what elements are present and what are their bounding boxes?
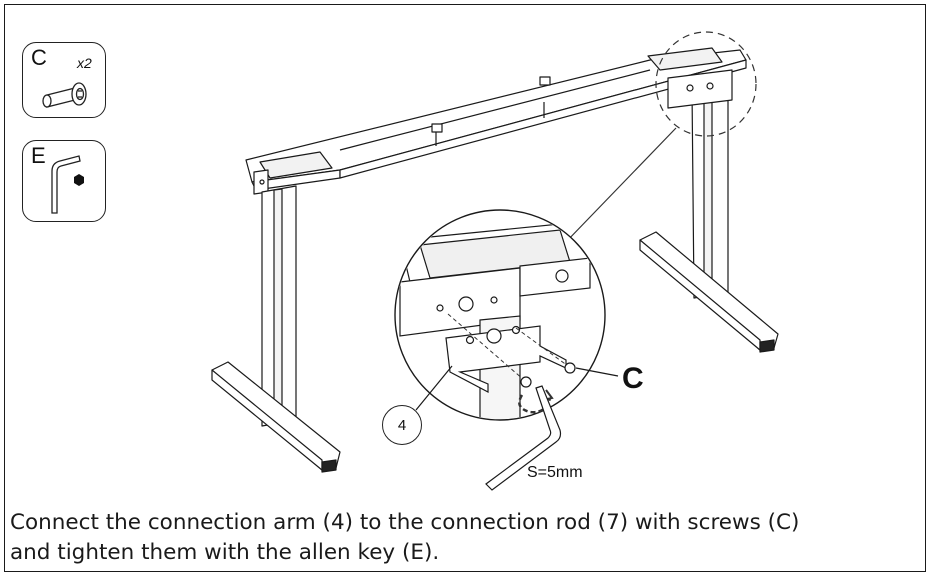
hex-socket-icon bbox=[74, 174, 84, 186]
instruction-line-2: and tighten them with the allen key (E). bbox=[10, 540, 440, 565]
part-c-quantity: x2 bbox=[77, 55, 92, 71]
part-c-box: C x2 bbox=[22, 42, 106, 118]
part-e-letter: E bbox=[31, 143, 46, 168]
screw-icon bbox=[42, 82, 87, 108]
instruction-line-1: Connect the connection arm (4) to the co… bbox=[10, 510, 800, 535]
desk-frame-illustration bbox=[211, 31, 779, 491]
part-number-callout: 4 bbox=[382, 405, 422, 445]
screw-callout-label: C bbox=[622, 362, 644, 395]
allen-key-size-label: S=5mm bbox=[527, 464, 583, 481]
part-c-letter: C bbox=[31, 45, 47, 70]
allen-key-icon bbox=[51, 155, 84, 214]
part-e-box: E bbox=[22, 140, 106, 222]
assembly-instruction: Connect the connection arm (4) to the co… bbox=[10, 508, 915, 568]
